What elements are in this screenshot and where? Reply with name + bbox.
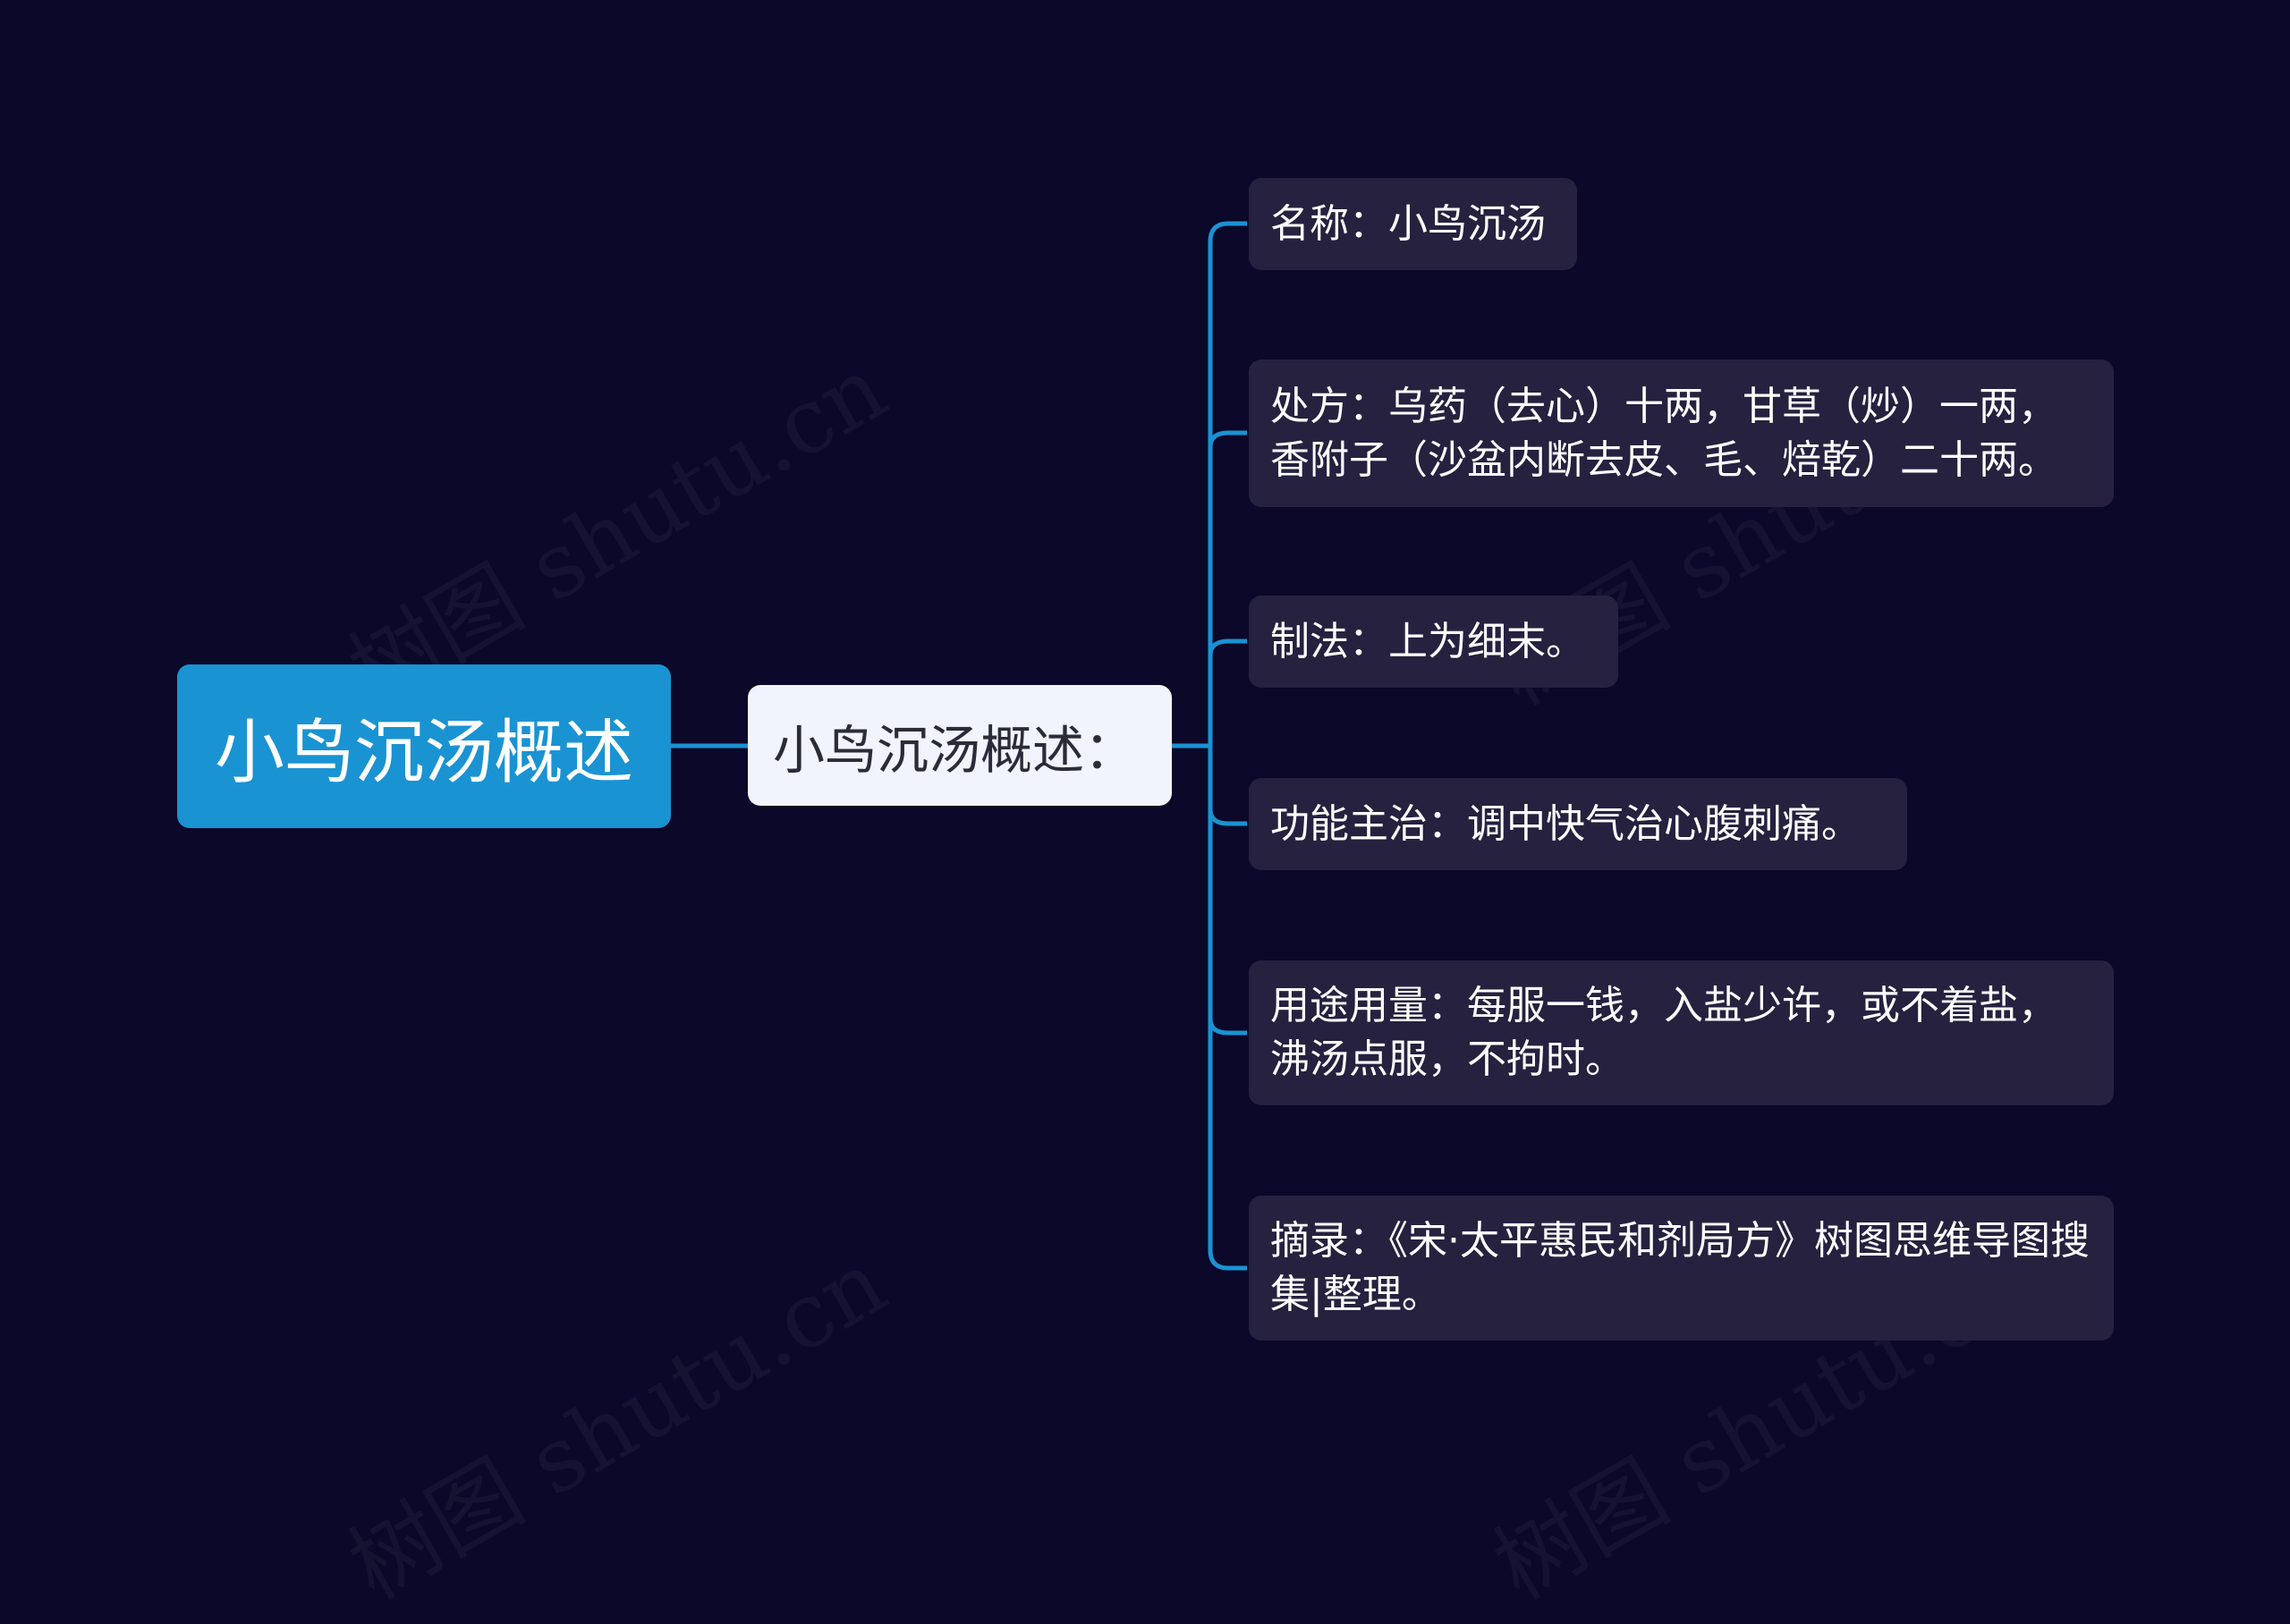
- root-node[interactable]: 小鸟沉汤概述: [177, 664, 671, 828]
- child-label: 制法：上为细末。: [1270, 618, 1585, 664]
- branch-connector: [1208, 430, 1247, 448]
- connector-lines: [671, 221, 1247, 1271]
- child-node-source[interactable]: 摘录：《宋·太平惠民和剂局方》树图思维导图搜集|整理。: [1249, 1196, 2114, 1341]
- branch-connector: [1208, 1018, 1247, 1036]
- summary-node[interactable]: 小鸟沉汤概述：: [748, 685, 1172, 806]
- branch-connector: [1208, 639, 1247, 656]
- branch-connector: [1208, 808, 1247, 826]
- child-node-prescription[interactable]: 处方：乌药（去心）十两，甘草（炒）一两，香附子（沙盆内断去皮、毛、焙乾）二十两。: [1249, 359, 2114, 507]
- summary-label: 小鸟沉汤概述：: [773, 719, 1137, 781]
- root-label: 小鸟沉汤概述: [214, 712, 633, 793]
- child-label: 摘录：《宋·太平惠民和剂局方》树图思维导图搜集|整理。: [1270, 1218, 2090, 1317]
- child-label: 用途用量：每服一钱，入盐少许，或不着盐，沸汤点服，不拘时。: [1270, 983, 2057, 1082]
- child-node-function[interactable]: 功能主治：调中快气治心腹刺痛。: [1249, 778, 1907, 870]
- child-node-name[interactable]: 名称：小鸟沉汤: [1249, 178, 1577, 270]
- child-node-usage[interactable]: 用途用量：每服一钱，入盐少许，或不着盐，沸汤点服，不拘时。: [1249, 960, 2114, 1105]
- child-label: 名称：小鸟沉汤: [1270, 200, 1546, 247]
- bracket-line: [1208, 221, 1247, 1271]
- child-label: 处方：乌药（去心）十两，甘草（炒）一两，香附子（沙盆内断去皮、毛、焙乾）二十两。: [1270, 383, 2057, 483]
- child-node-preparation[interactable]: 制法：上为细末。: [1249, 596, 1618, 688]
- child-label: 功能主治：调中快气治心腹刺痛。: [1270, 800, 1861, 847]
